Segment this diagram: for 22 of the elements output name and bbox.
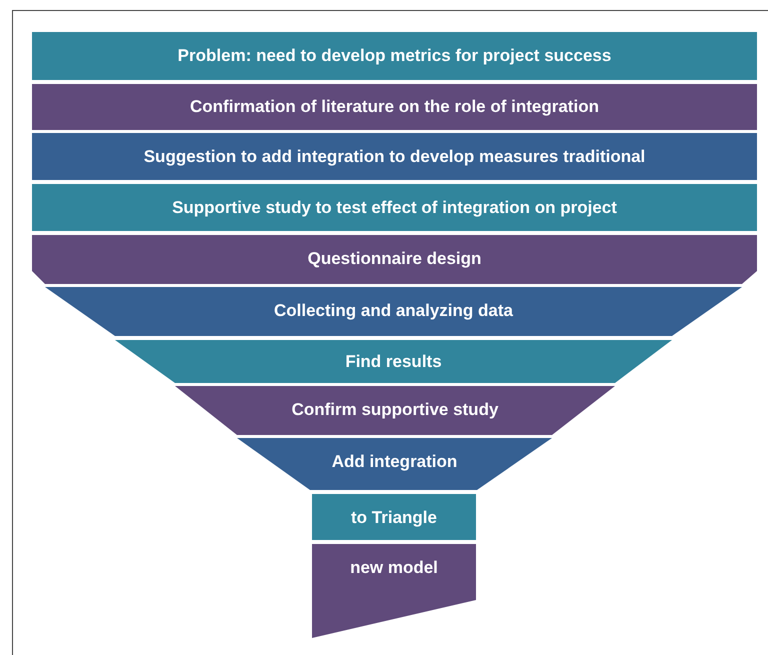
band-label: Supportive study to test effect of integration on project	[172, 198, 617, 218]
band-label: Confirm supportive study	[292, 400, 498, 420]
band-label: Confirmation of literature on the role of integration	[190, 97, 599, 117]
funnel-band	[175, 386, 615, 435]
band-label: Find results	[345, 352, 442, 372]
band-label: Questionnaire design	[308, 249, 482, 269]
band-label: Problem: need to develop metrics for project success	[178, 46, 612, 66]
funnel-band	[32, 32, 757, 80]
band-label: Suggestion to add integration to develop measures traditional	[144, 147, 646, 167]
funnel-band	[32, 184, 757, 231]
funnel-band	[45, 287, 742, 336]
funnel-band	[312, 544, 476, 638]
band-label: to Triangle	[351, 508, 437, 528]
band-label: Add integration	[332, 452, 458, 472]
band-label: new model	[350, 558, 438, 578]
funnel-band	[237, 438, 552, 490]
band-label: Collecting and analyzing data	[274, 301, 513, 321]
funnel-band	[312, 494, 476, 540]
funnel-band	[32, 235, 757, 284]
funnel-band	[115, 340, 672, 383]
funnel-band	[32, 133, 757, 180]
funnel-band	[32, 84, 757, 130]
